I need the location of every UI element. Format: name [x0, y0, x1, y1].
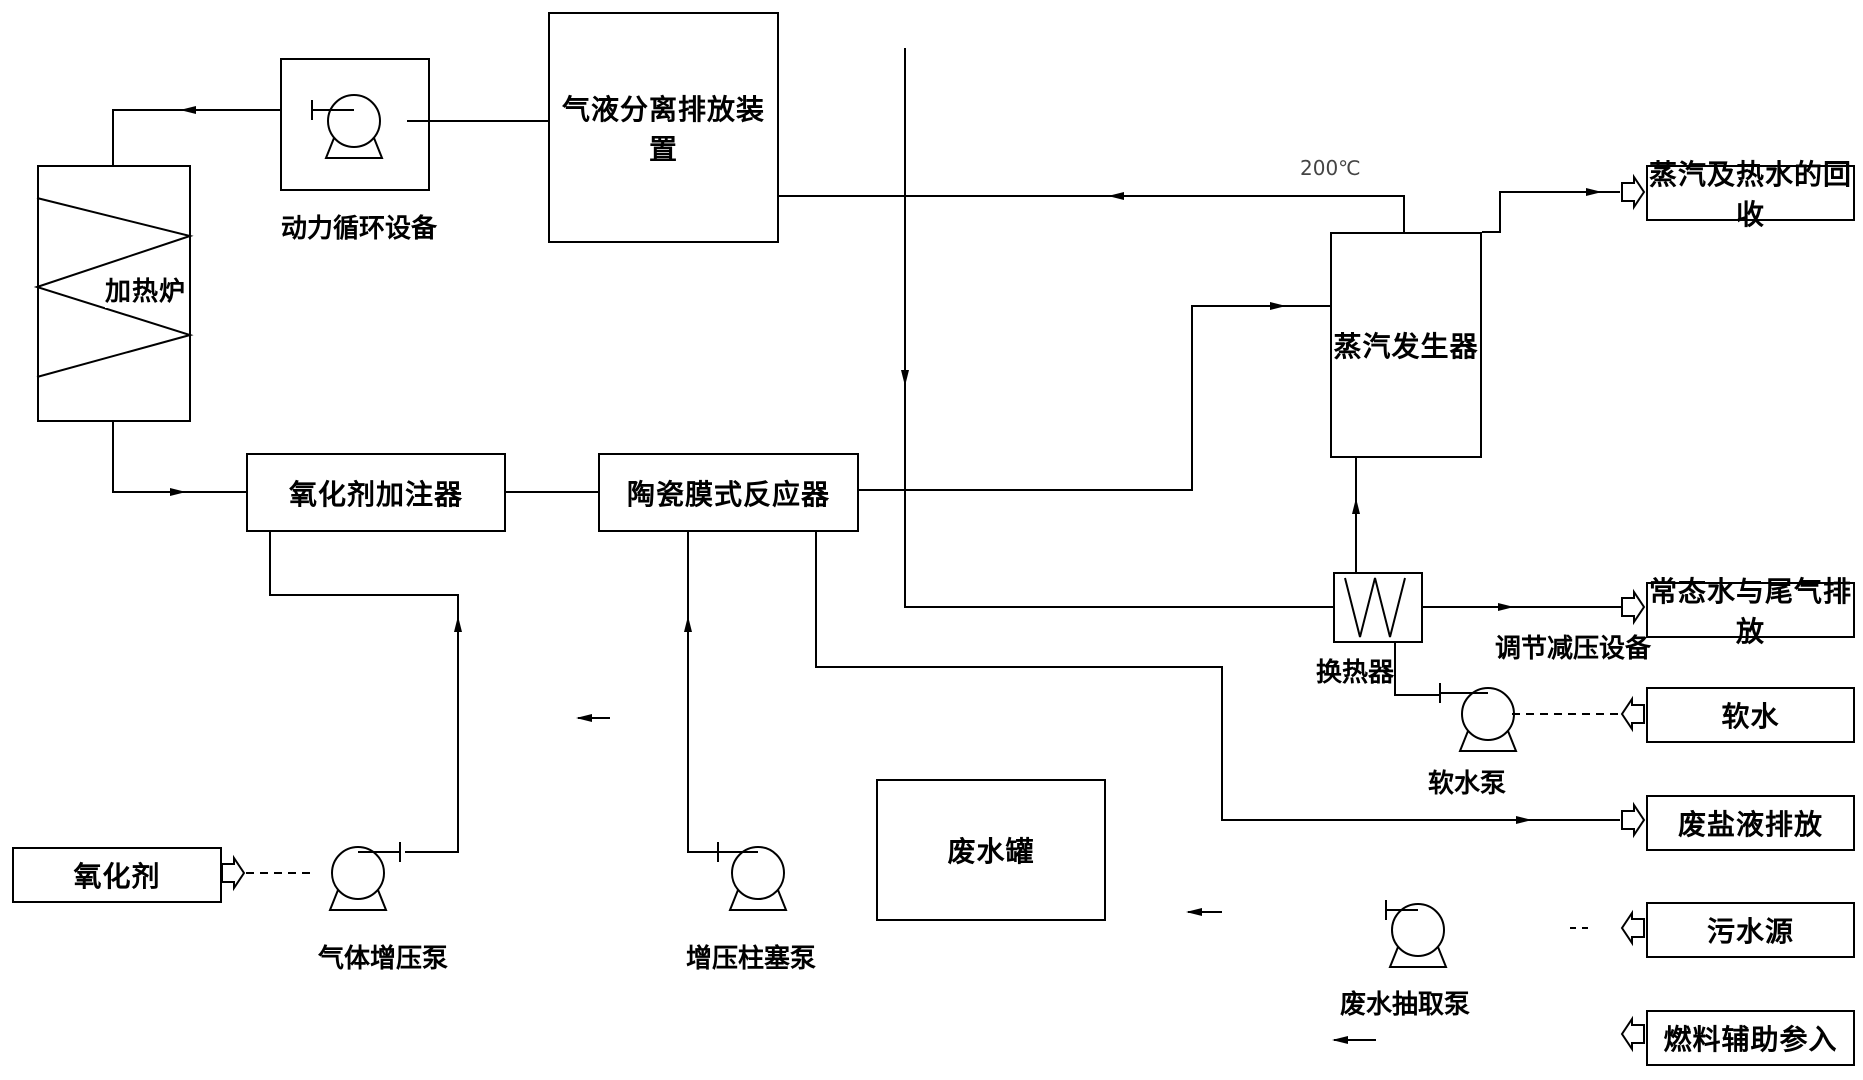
- pipe-to-exhaust: [1423, 588, 1646, 626]
- terminal-normal-water-exhaust: 常态水与尾气排放: [1646, 575, 1855, 648]
- pipe-plunger-pump-to-reactor: [684, 532, 720, 853]
- gas-booster-pump-icon: [328, 842, 401, 911]
- gas-liquid-separator: 气液分离排放装置: [548, 12, 779, 243]
- pipe-reactor-to-steam-generator: [859, 302, 1330, 491]
- heating-furnace-label: 加热炉: [105, 271, 187, 308]
- terminal-auxiliary-input: 燃料辅助参入: [1646, 1010, 1855, 1066]
- oxidant-injector: 氧化剂加注器: [246, 453, 506, 532]
- temperature-annotation: 200℃: [1300, 156, 1361, 180]
- wastewater-pump-icon: [1385, 900, 1448, 968]
- terminal-steam-recovery-label: 蒸汽及热水的回收: [1648, 158, 1852, 231]
- arrow-auxiliary-input: [1620, 1015, 1645, 1053]
- booster-plunger-pump-label: 增压柱塞泵: [686, 944, 817, 974]
- pipe-exchanger-to-softwater-pump: [1394, 643, 1440, 696]
- pipe-softwater-inlet: [1512, 695, 1645, 733]
- pipe-furnace-to-injector: [112, 422, 246, 496]
- terminal-sewage-source-label: 污水源: [1706, 915, 1794, 948]
- pipe-to-steam-recovery: [1482, 173, 1646, 233]
- steam-generator-label: 蒸汽发生器: [1333, 330, 1479, 363]
- pipe-reactor-to-waste-salt: [815, 530, 1646, 839]
- terminal-steam-recovery: 蒸汽及热水的回收: [1646, 158, 1855, 231]
- heat-exchanger: [1333, 572, 1423, 643]
- gas-booster-pump-label: 气体增压泵: [318, 944, 449, 974]
- terminal-oxidant: 氧化剂: [12, 847, 222, 903]
- terminal-normal-water-exhaust-label: 常态水与尾气排放: [1648, 575, 1852, 648]
- soft-water-pump-icon: [1439, 683, 1518, 752]
- arrow-sewage-source: [1620, 909, 1645, 947]
- terminal-sewage-source: 污水源: [1646, 902, 1855, 958]
- power-circulation-box: [280, 58, 430, 191]
- gas-liquid-separator-label: 气液分离排放装置: [561, 92, 765, 166]
- terminal-waste-salt-discharge: 废盐液排放: [1646, 795, 1855, 851]
- wastewater-pump-label: 废水抽取泵: [1340, 990, 1471, 1020]
- pipe-oxidant-to-injector: [221, 532, 462, 892]
- heating-furnace: 加热炉: [37, 165, 191, 422]
- wastewater-tank-label: 废水罐: [947, 835, 1035, 868]
- heat-exchanger-coil: [1344, 577, 1406, 638]
- pipe-furnace-to-circulation: [112, 106, 280, 165]
- soft-water-pump-label: 软水泵: [1428, 769, 1507, 799]
- regulating-valve-label: 调节减压设备: [1495, 634, 1652, 664]
- terminal-soft-water: 软水: [1646, 687, 1855, 743]
- pipe-vertical-main: [901, 48, 1333, 608]
- terminal-soft-water-label: 软水: [1721, 700, 1780, 733]
- power-circulation-pump: [311, 94, 384, 159]
- terminal-waste-salt-discharge-label: 废盐液排放: [1677, 808, 1823, 841]
- ceramic-reactor: 陶瓷膜式反应器: [598, 453, 859, 532]
- plunger-pump-icon: [717, 842, 788, 911]
- heat-exchanger-label: 换热器: [1316, 658, 1395, 688]
- terminal-oxidant-label: 氧化剂: [73, 860, 161, 893]
- ceramic-reactor-label: 陶瓷膜式反应器: [626, 477, 830, 511]
- steam-generator: 蒸汽发生器: [1330, 232, 1482, 458]
- oxidant-injector-label: 氧化剂加注器: [288, 477, 463, 511]
- pipe-steam-generator-to-separator: [779, 192, 1405, 232]
- wastewater-tank: 废水罐: [876, 779, 1106, 921]
- terminal-auxiliary-input-label: 燃料辅助参入: [1663, 1023, 1838, 1056]
- power-circulation-label: 动力循环设备: [281, 214, 438, 244]
